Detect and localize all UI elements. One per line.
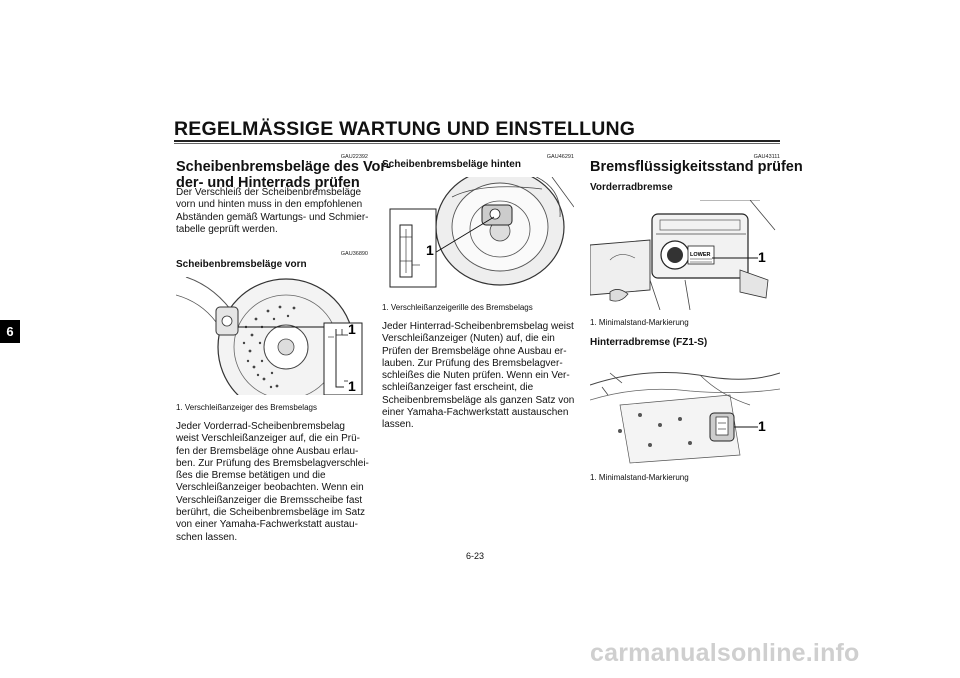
text-line: lassen. [382, 419, 414, 431]
rear-brake-illustration: 1 [389, 168, 575, 288]
figure-caption: 1. Minimalstand-Markierung [590, 318, 689, 327]
subheading-front-brake: Vorderradbremse [590, 182, 673, 193]
text-line: Verschleißanzeiger beobachten. Wenn ein [176, 482, 364, 494]
text-line: von einer Yamaha-Fachwerkstatt austau- [176, 519, 358, 531]
section-code: GAU46291 [546, 154, 574, 160]
header-rule [174, 140, 780, 142]
text-line: Verschleißanzeiger die Bremsscheibe fast [176, 494, 363, 506]
subheading-rear-brake: Hinterradbremse (FZ1-S) [590, 337, 708, 348]
text-line: schen lassen. [176, 531, 238, 543]
rear-pads-paragraph: Jeder Hinterrad-Scheibenbremsbelag weist… [382, 321, 574, 432]
page-number: 6-23 [466, 551, 485, 561]
figure-caption: 1. Verschleißanzeiger des Bremsbelags [176, 403, 317, 412]
section-code: GAU43111 [753, 154, 780, 160]
text-line: einer Yamaha-Fachwerkstatt austauschen [382, 407, 569, 419]
figure-caption: 1. Minimalstand-Markierung [590, 473, 689, 482]
page-header-title: REGELMÄSSIGE WARTUNG UND EINSTELLUNG [174, 118, 636, 140]
text-line: Verschleißanzeiger (Nuten) auf, die ein [382, 333, 555, 345]
subheading-rear-pads: Scheibenbremsbeläge hinten [382, 159, 521, 170]
header-rule-thin [174, 143, 780, 144]
section-code: GAU36890 [340, 251, 368, 257]
rear-reservoir-illustration: 1 [589, 372, 781, 464]
figure-callout-1: 1 [426, 242, 434, 258]
intro-paragraph: Der Verschleiß der Scheibenbremsbeläge v… [176, 187, 369, 236]
text-line: Jeder Hinterrad-Scheibenbremsbelag weist [382, 321, 574, 332]
front-brake-pad-figure: 1 1 [175, 276, 368, 416]
text-line: schleißanzeiger fast erscheint, die [382, 382, 534, 394]
lower-mark-label: LOWER [690, 252, 710, 258]
rear-reservoir-figure: 1 [589, 355, 781, 465]
text-line: fen der Bremsbeläge ohne Ausbau erlau- [176, 445, 359, 457]
text-line: ben. Zur Prüfung des Bremsbelagverschlei… [176, 457, 369, 469]
figure-callout-1: 1 [348, 378, 356, 394]
text-line: Der Verschleiß der Scheibenbremsbeläge [176, 187, 362, 198]
text-line: lauben. Zur Prüfung des Bremsbelagver- [382, 357, 563, 369]
front-reservoir-figure: LOWER 1 [589, 199, 780, 311]
text-line: Abständen gemäß Wartungs- und Schmier- [176, 211, 369, 223]
figure-callout-1: 1 [348, 321, 356, 337]
figure-callout-1: 1 [758, 249, 766, 265]
text-line: weist Verschleißanzeiger auf, die ein Pr… [176, 433, 360, 445]
front-reservoir-illustration: LOWER 1 [589, 199, 776, 311]
text-line: vorn und hinten muss in den empfohlenen [176, 199, 363, 211]
subheading-front-pads: Scheibenbremsbeläge vorn [176, 259, 307, 270]
text-line: berührt, die Scheibenbremsbeläge im Satz [176, 507, 365, 519]
text-line: schleißes die Nuten prüfen. Wenn ein Ver… [382, 370, 570, 382]
text-line: tabelle geprüft werden. [176, 223, 278, 235]
section-heading-line: Scheibenbremsbeläge des Vor- [176, 159, 391, 175]
chapter-tab: 6 [0, 320, 20, 343]
text-line: Scheibenbremsbeläge als ganzen Satz von [382, 394, 575, 406]
section-heading: Scheibenbremsbeläge des Vor- der- und Hi… [176, 159, 391, 191]
figure-callout-1: 1 [758, 418, 766, 434]
front-pads-paragraph: Jeder Vorderrad-Scheibenbremsbelag weist… [176, 421, 369, 544]
section-heading-fluid: Bremsflüssigkeitsstand prüfen [590, 159, 803, 175]
rear-brake-pad-figure: 1 [382, 168, 575, 295]
section-code: GAU22392 [340, 154, 368, 160]
text-line: ßes die Bremse betätigen und die [176, 470, 326, 482]
watermark: carmanualsonline.info [590, 639, 860, 667]
figure-caption: 1. Verschleißanzeigerille des Bremsbelag… [382, 303, 533, 312]
section-heading-line: der- und Hinterrads prüfen [176, 174, 360, 191]
text-line: Prüfen der Bremsbeläge ohne Ausbau er- [382, 345, 567, 357]
text-line: Jeder Vorderrad-Scheibenbremsbelag [176, 421, 345, 432]
front-brake-illustration: 1 1 [175, 276, 363, 416]
